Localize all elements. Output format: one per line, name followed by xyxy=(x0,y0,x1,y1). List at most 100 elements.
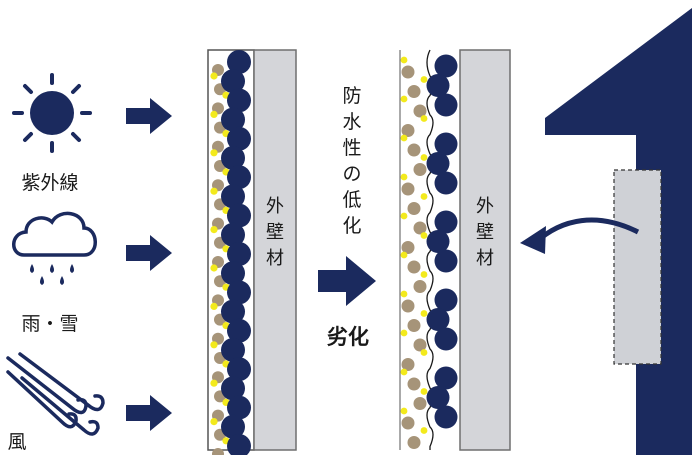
beige-particle xyxy=(401,358,415,371)
navy-particle xyxy=(221,69,245,94)
degradation-arrow-icon xyxy=(318,256,376,306)
yellow-particle xyxy=(400,407,408,415)
yellow-particle xyxy=(420,349,428,356)
navy-particle xyxy=(227,434,251,455)
navy-particle xyxy=(221,146,245,170)
navy-particle xyxy=(434,249,458,273)
yellow-particle xyxy=(210,187,218,195)
beige-particle xyxy=(401,416,415,430)
yellow-particle xyxy=(210,379,218,387)
sun-icon xyxy=(12,73,92,153)
navy-particle xyxy=(227,126,251,151)
yellow-particle xyxy=(210,264,218,272)
navy-particle xyxy=(434,93,458,117)
particles-degraded xyxy=(400,54,458,449)
navy-particle xyxy=(434,132,458,156)
navy-particle xyxy=(227,88,251,113)
yellow-particle xyxy=(400,212,408,220)
yellow-particle xyxy=(400,329,408,337)
yellow-particle xyxy=(210,341,218,349)
yellow-particle xyxy=(420,232,428,239)
navy-particle xyxy=(227,280,251,305)
yellow-particle xyxy=(420,115,428,122)
yellow-particle xyxy=(420,388,428,395)
beige-particle xyxy=(413,280,427,293)
yellow-particle xyxy=(400,368,408,376)
navy-particle xyxy=(221,414,245,439)
beige-particle xyxy=(407,202,421,215)
beige-particle xyxy=(407,260,421,274)
wall-panel-left xyxy=(253,49,297,451)
beige-particle xyxy=(407,377,421,391)
uv-label: 紫外線 xyxy=(21,172,78,194)
zoom-window xyxy=(613,169,662,365)
beige-particle xyxy=(413,104,427,118)
beige-particle xyxy=(407,319,421,332)
arrow-right-icon xyxy=(126,395,172,431)
navy-particle xyxy=(426,74,450,97)
navy-particle xyxy=(227,318,251,343)
beige-particle xyxy=(401,124,415,137)
yellow-particle xyxy=(400,290,408,298)
beige-particle xyxy=(401,182,415,196)
yellow-particle xyxy=(420,76,428,83)
yellow-particle xyxy=(400,95,408,103)
rain-snow-label: 雨・雪 xyxy=(21,313,78,335)
navy-particle xyxy=(227,395,251,420)
beige-particle xyxy=(413,221,427,235)
navy-particle xyxy=(426,386,450,409)
navy-particle xyxy=(221,184,245,209)
yellow-particle xyxy=(400,173,408,181)
navy-particle xyxy=(227,50,251,74)
wall-panel-right xyxy=(459,49,511,451)
navy-particle xyxy=(434,54,458,78)
yellow-particle xyxy=(400,134,408,142)
navy-particle xyxy=(434,210,458,234)
wall-label-left: 外壁材 xyxy=(266,196,284,269)
beige-particle xyxy=(212,448,224,455)
navy-particle xyxy=(426,230,450,253)
beige-particle xyxy=(401,241,415,254)
navy-particle xyxy=(426,308,450,331)
yellow-particle xyxy=(210,72,218,80)
beige-particle xyxy=(413,397,427,410)
crack-line xyxy=(426,49,434,450)
navy-particle xyxy=(227,242,251,266)
navy-particle xyxy=(221,261,245,286)
degradation-label: 劣化 xyxy=(327,325,369,349)
particles-intact xyxy=(210,50,251,455)
yellow-particle xyxy=(420,310,428,317)
beige-particle xyxy=(401,299,415,313)
yellow-particle xyxy=(210,418,218,426)
yellow-particle xyxy=(210,226,218,234)
navy-particle xyxy=(426,152,450,175)
navy-particle xyxy=(227,203,251,228)
beige-particle xyxy=(407,436,421,449)
navy-particle xyxy=(221,376,245,401)
yellow-particle xyxy=(210,110,218,118)
navy-particle xyxy=(227,357,251,382)
navy-particle xyxy=(434,366,458,390)
navy-particle xyxy=(434,405,458,429)
navy-particle xyxy=(434,327,458,351)
navy-particle xyxy=(221,107,245,132)
wind-label: 風 xyxy=(7,431,26,453)
navy-particle xyxy=(221,222,245,247)
beige-particle xyxy=(401,65,415,79)
wall-label-right: 外壁材 xyxy=(476,196,494,269)
navy-particle xyxy=(227,165,251,190)
navy-particle xyxy=(434,171,458,195)
rain-cloud-icon xyxy=(12,211,97,285)
yellow-particle xyxy=(420,154,428,161)
yellow-particle xyxy=(420,271,428,278)
yellow-particle xyxy=(400,251,408,259)
arrow-right-icon xyxy=(126,98,172,134)
navy-particle xyxy=(221,338,245,362)
zoom-arrow-head-icon xyxy=(520,226,546,254)
waterproof-drop-label: 防水性の低化 xyxy=(342,85,361,237)
beige-particle xyxy=(413,163,427,176)
yellow-particle xyxy=(420,193,428,200)
yellow-particle xyxy=(400,56,408,64)
